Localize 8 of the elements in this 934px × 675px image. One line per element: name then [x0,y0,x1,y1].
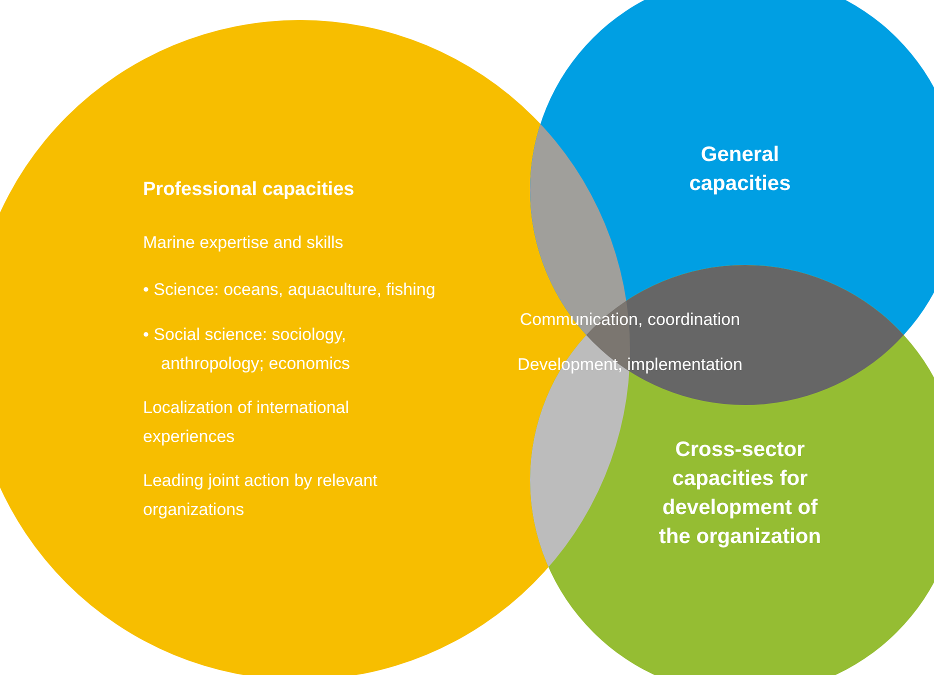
bullet-item: • Social science: sociology, anthropology; economics [143,324,352,375]
circle-heading: Cross-sector capacities for development of the organization [658,437,822,550]
capacity-text: Marine expertise and skills [143,232,344,254]
capacity-text: Localization of international experiences [143,397,350,448]
circle-heading: Professional capacities [143,178,356,202]
capacity-text: Leading joint action by relevant organizations [143,470,378,521]
bullet-item: • Science: oceans, aquaculture, fishing [143,279,436,301]
circle-heading: General capacities [688,142,792,197]
